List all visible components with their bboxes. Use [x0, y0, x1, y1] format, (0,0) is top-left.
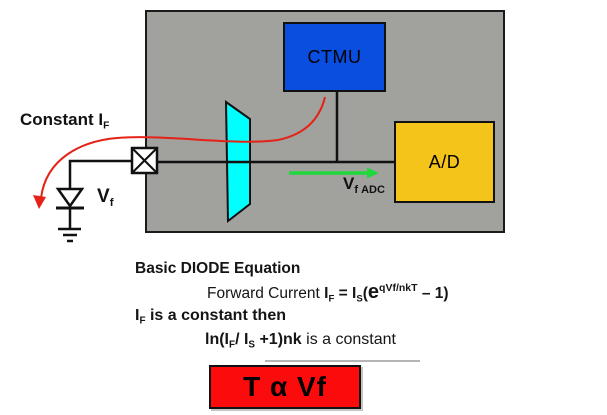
constant-if-label: Constant IF — [20, 110, 110, 132]
ln-constant-statement: ln(IF/ IS +1)nk is a constant — [205, 331, 396, 351]
vf-adc-label: Vf ADC — [343, 174, 385, 196]
ctmu-block: CTMU — [283, 22, 386, 92]
equation-title: Basic DIODE Equation — [135, 260, 301, 277]
diode-wire — [68, 159, 133, 189]
adc-block: A/D — [394, 121, 495, 203]
shadow-rule — [265, 360, 420, 362]
adc-label: A/D — [428, 151, 461, 172]
if-constant-statement: IF is a constant then — [135, 307, 286, 327]
conclusion-box: T α Vf — [209, 365, 361, 409]
ground-symbol — [58, 227, 81, 243]
forward-current-equation: Forward Current IF = IS(eqVf/nkT – 1) — [207, 281, 449, 305]
ctmu-label: CTMU — [307, 46, 362, 67]
vf-label: Vf — [97, 186, 114, 209]
conclusion-text: T α Vf — [243, 371, 327, 402]
diode-symbol — [55, 187, 85, 228]
